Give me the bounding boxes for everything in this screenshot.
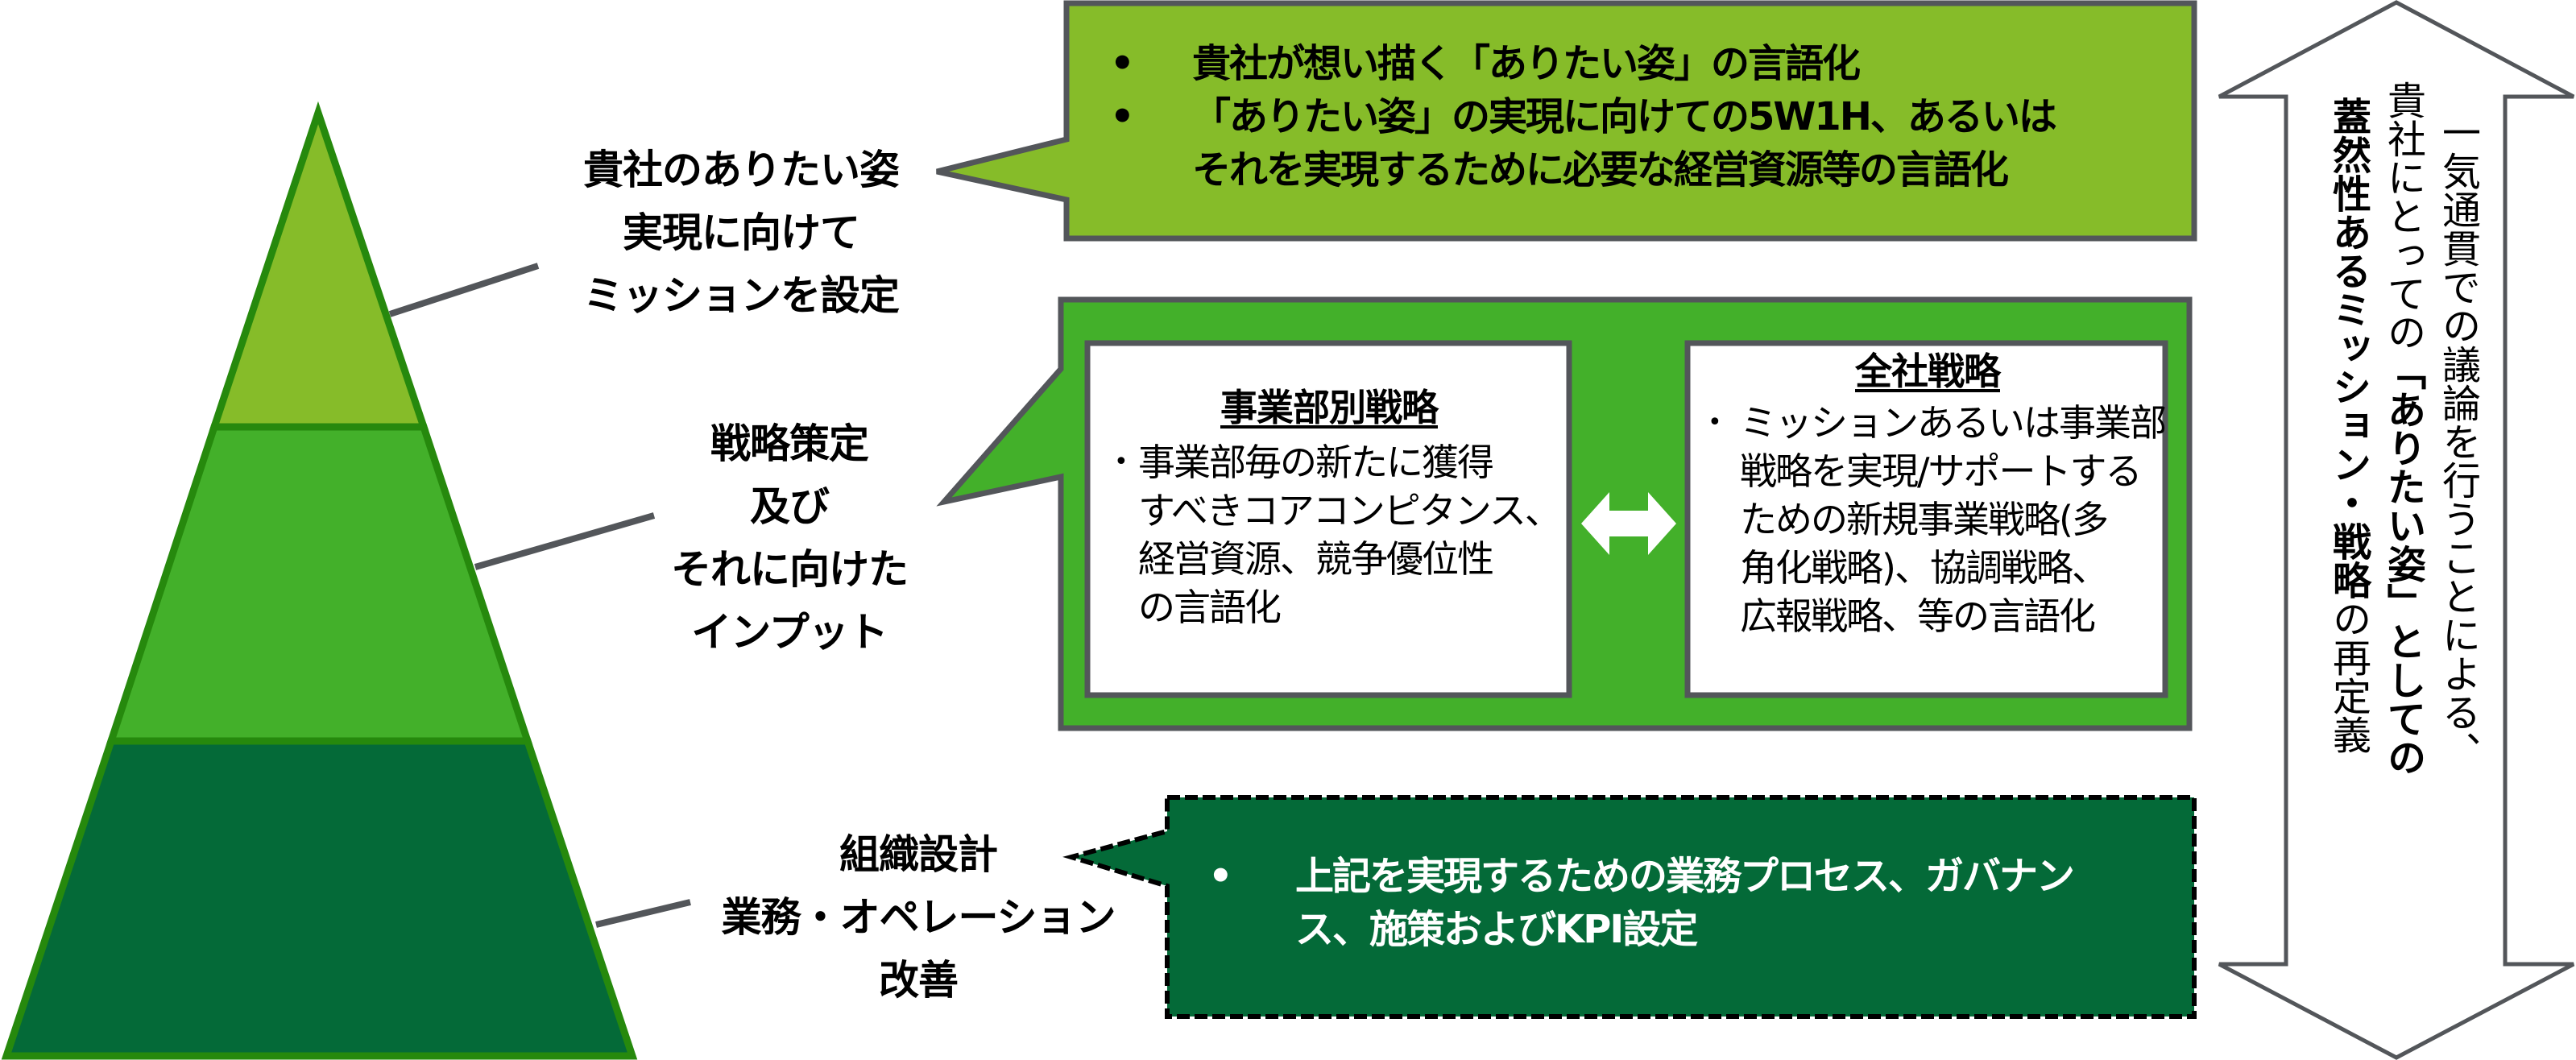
- level-label-line: インプット: [691, 609, 888, 656]
- bullet-icon: •: [1708, 408, 1722, 437]
- level-label-line: 貴社のありたい姿: [583, 147, 900, 193]
- bullet-icon: •: [1110, 94, 1135, 139]
- level-label-line: 組織設計: [839, 831, 998, 878]
- leader-line-organization: [595, 899, 691, 928]
- level-label-line: 実現に向けて: [623, 209, 860, 256]
- bullet-text: それを実現するために必要な経営資源等の言語化: [1192, 147, 2009, 193]
- body-line: 経営資源、競争優位性: [1138, 537, 1494, 581]
- body-line: 広報戦略、等の言語化: [1740, 594, 2096, 638]
- corporate-strategy-title: 全社戦略: [1855, 350, 2001, 393]
- leader-line-mission: [388, 263, 540, 317]
- body-line: 事業部毎の新たに獲得: [1138, 441, 1494, 484]
- level-label-organization: 組織設計 業務・オペレーション 改善: [709, 823, 1128, 1012]
- callout-mission-text: • 貴社が想い描く「ありたい姿」の言語化 • 「ありたい姿」の実現に向けての5W…: [1110, 37, 2181, 197]
- corporate-strategy-body: • ミッションあるいは事業部 戦略を実現/サポートする ための新規事業戦略(多 …: [1708, 399, 2167, 640]
- level-label-line: 業務・オペレーション: [721, 894, 1116, 941]
- business-unit-strategy-title: 事業部別戦略: [1220, 386, 1439, 429]
- body-line: 戦略を実現/サポートする: [1740, 449, 2143, 493]
- pyramid-level-organization: [1, 737, 638, 1060]
- side-arrow-text: 一気通貫での議論を行うことによる、 貴社にとっての「ありたい姿」としての 蓋然性…: [2312, 81, 2485, 991]
- level-label-line: 戦略策定: [710, 420, 869, 467]
- pyramid-level-mission: [209, 101, 429, 431]
- body-line: すべきコアコンピタンス、: [1138, 489, 1562, 532]
- pyramid-level-strategy: [106, 423, 533, 745]
- body-line: の言語化: [1138, 586, 1282, 629]
- corporate-strategy: 全社戦略 • ミッションあるいは事業部 戦略を実現/サポートする ための新規事業…: [1690, 342, 2167, 640]
- level-label-mission: 貴社のありたい姿 実現に向けて ミッションを設定: [564, 139, 918, 327]
- bullet-icon: •: [1208, 854, 1233, 899]
- side-arrow-column-1: 一気通貫での議論を行うことによる、: [2435, 113, 2480, 770]
- bullet-text: ス、施策およびKPI設定: [1295, 907, 1698, 952]
- business-unit-strategy-box: [1084, 340, 1572, 698]
- business-unit-strategy: 事業部別戦略 • 事業部毎の新たに獲得 すべきコアコンピタンス、 経営資源、競争…: [1091, 379, 1567, 631]
- leader-line-strategy: [474, 512, 656, 570]
- side-arrow-column-3-suffix: の再定義: [2325, 599, 2371, 754]
- bullet-text: 上記を実現するための業務プロセス、ガバナン: [1295, 854, 2075, 899]
- callout-organization-shape: [1062, 795, 2197, 1019]
- callout-mission-bullet: • 貴社が想い描く「ありたい姿」の言語化: [1110, 37, 2181, 90]
- side-arrow-column-2-bold: 「ありたい姿」としての: [2380, 351, 2425, 776]
- level-label-strategy: 戦略策定 及び それに向けた インプット: [636, 412, 942, 664]
- double-headed-arrow-icon: [1581, 492, 1676, 555]
- up-down-arrow-icon: [2218, 0, 2575, 1060]
- body-line: 角化戦略)、協調戦略、: [1740, 546, 2109, 590]
- business-unit-strategy-body: • 事業部毎の新たに獲得 すべきコアコンピタンス、 経営資源、競争優位性 の言語…: [1114, 438, 1567, 631]
- side-arrow-column-3: 蓋然性あるミッション・戦略の再定義: [2321, 81, 2375, 991]
- level-label-line: 及び: [750, 483, 830, 530]
- body-line: ミッションあるいは事業部: [1740, 401, 2167, 445]
- level-label-line: それに向けた: [671, 546, 909, 593]
- side-arrow-column-2: 貴社にとっての「ありたい姿」としての: [2375, 81, 2430, 991]
- side-arrow-column-2-prefix: 貴社にとっての: [2380, 81, 2425, 351]
- level-label-line: ミッションを設定: [583, 272, 900, 319]
- bullet-icon: •: [1114, 448, 1129, 476]
- bullet-text: 貴社が想い描く「ありたい姿」の言語化: [1192, 41, 1861, 86]
- pyramid: [1, 101, 638, 1060]
- bullet-text: 「ありたい姿」の実現に向けての5W1H、あるいは: [1192, 94, 2057, 139]
- callout-organization-bullet: • 上記を実現するための業務プロセス、ガバナン ス、施策およびKPI設定: [1208, 850, 2183, 956]
- callout-mission-bullet: • 「ありたい姿」の実現に向けての5W1H、あるいは それを実現するために必要な…: [1110, 90, 2181, 197]
- side-arrow-column-3-bold: 蓋然性あるミッション・戦略: [2325, 97, 2371, 599]
- callout-mission-shape: [936, 0, 2197, 242]
- corporate-strategy-box: [1684, 340, 2168, 698]
- level-label-line: 改善: [879, 957, 959, 1004]
- callout-organization-text: • 上記を実現するための業務プロセス、ガバナン ス、施策およびKPI設定: [1208, 850, 2183, 956]
- body-line: ための新規事業戦略(多: [1740, 498, 2109, 541]
- bullet-icon: •: [1110, 41, 1135, 86]
